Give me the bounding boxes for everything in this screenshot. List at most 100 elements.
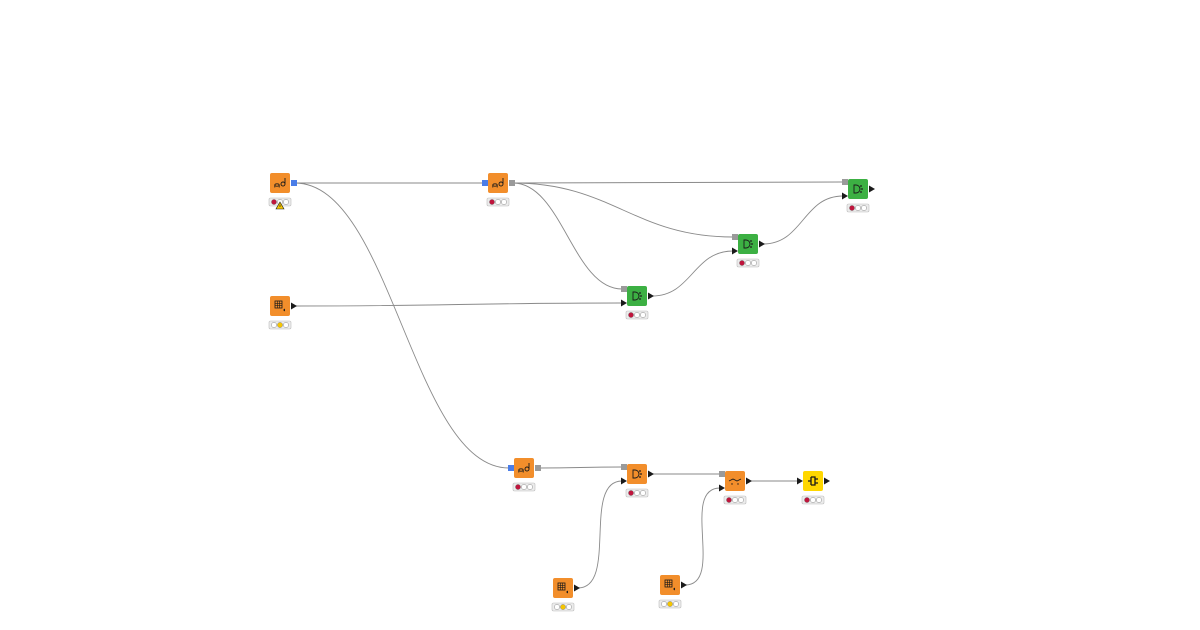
output-port[interactable] (648, 292, 654, 300)
db-predictor-icon (632, 469, 642, 479)
output-port[interactable] (759, 240, 765, 248)
connection-db-connector-1-to-db-learner-2[interactable] (294, 182, 510, 469)
input-port[interactable] (621, 477, 627, 485)
status-light (810, 497, 816, 503)
status-light (566, 604, 572, 610)
node-body[interactable] (488, 173, 508, 193)
output-port[interactable] (535, 465, 541, 471)
output-port[interactable] (681, 581, 687, 589)
node-table-creator-1[interactable] (268, 296, 297, 330)
status-light (515, 484, 521, 490)
status-light (667, 601, 673, 607)
output-port[interactable] (574, 584, 580, 592)
status-indicator (658, 599, 682, 609)
output-port[interactable] (509, 180, 515, 186)
status-light (732, 497, 738, 503)
node-body[interactable] (803, 471, 823, 491)
connection-table-creator-3-to-joiner-1[interactable] (684, 487, 721, 586)
status-light (804, 497, 810, 503)
input-port[interactable] (797, 477, 803, 485)
node-db-predictor-1[interactable] (621, 286, 654, 320)
connection-table-creator-1-to-db-predictor-1[interactable] (294, 302, 623, 307)
node-table-output-1[interactable] (797, 471, 830, 505)
node-table-creator-2[interactable] (551, 578, 580, 612)
node-body[interactable] (627, 286, 647, 306)
node-db-connector-1[interactable] (268, 173, 297, 210)
status-indicator (801, 495, 825, 505)
input-port[interactable] (842, 192, 848, 200)
node-joiner-1[interactable] (719, 471, 752, 505)
status-light (634, 312, 640, 318)
connection-db-learner-1-to-db-predictor-2[interactable] (512, 182, 734, 238)
node-db-predictor-2[interactable] (732, 234, 765, 268)
node-body[interactable] (660, 575, 680, 595)
status-light (560, 604, 566, 610)
connection-db-learner-1-to-db-predictor-1[interactable] (512, 182, 623, 290)
output-port[interactable] (824, 477, 830, 485)
input-port[interactable] (621, 286, 627, 292)
node-body[interactable] (553, 578, 573, 598)
status-light (745, 260, 751, 266)
connection-db-predictor-1-to-db-predictor-2[interactable] (651, 250, 734, 297)
output-port[interactable] (869, 185, 875, 193)
status-indicator (846, 203, 870, 213)
input-port[interactable] (482, 180, 488, 186)
node-db-learner-1[interactable] (482, 173, 515, 207)
status-indicator (625, 488, 649, 498)
node-body[interactable] (848, 179, 868, 199)
status-light (861, 205, 867, 211)
input-port[interactable] (842, 179, 848, 185)
table-creator-icon (664, 579, 675, 591)
status-light (751, 260, 757, 266)
connection-table-creator-2-to-db-predictor-4[interactable] (577, 480, 623, 589)
status-light (726, 497, 732, 503)
connection-db-predictor-2-to-db-predictor-3[interactable] (762, 195, 844, 245)
connection-db-learner-1-to-db-predictor-3[interactable] (512, 181, 844, 184)
status-light (816, 497, 822, 503)
connections-layer (294, 181, 844, 589)
node-body[interactable] (514, 458, 534, 478)
joiner-icon (728, 478, 742, 485)
status-indicator (736, 258, 760, 268)
input-port[interactable] (621, 464, 627, 470)
status-light (628, 490, 634, 496)
status-light (673, 601, 679, 607)
input-port[interactable] (732, 234, 738, 240)
status-light (661, 601, 667, 607)
status-indicator (486, 197, 510, 207)
node-body[interactable] (738, 234, 758, 254)
status-light (283, 322, 289, 328)
node-table-creator-3[interactable] (658, 575, 687, 609)
input-port[interactable] (732, 247, 738, 255)
output-port[interactable] (648, 470, 654, 478)
input-port[interactable] (621, 299, 627, 307)
table-output-icon (808, 476, 818, 486)
status-light (527, 484, 533, 490)
status-light (521, 484, 527, 490)
node-db-learner-2[interactable] (508, 458, 541, 492)
node-db-predictor-4[interactable] (621, 464, 654, 498)
db-learner-icon (492, 178, 504, 188)
status-light (634, 490, 640, 496)
output-port[interactable] (746, 477, 752, 485)
status-light (501, 199, 507, 205)
status-light (855, 205, 861, 211)
input-port[interactable] (719, 484, 725, 492)
input-port[interactable] (508, 465, 514, 471)
node-body[interactable] (270, 173, 290, 193)
node-body[interactable] (627, 464, 647, 484)
connection-db-learner-2-to-db-predictor-4[interactable] (538, 466, 623, 469)
status-light (849, 205, 855, 211)
db-predictor-icon (853, 184, 863, 194)
node-body[interactable] (270, 296, 290, 316)
output-port[interactable] (291, 180, 297, 186)
db-connector-icon (274, 178, 286, 188)
status-light (489, 199, 495, 205)
node-body[interactable] (725, 471, 745, 491)
output-port[interactable] (291, 302, 297, 310)
status-light (628, 312, 634, 318)
node-db-predictor-3[interactable] (842, 179, 875, 213)
input-port[interactable] (719, 471, 725, 477)
